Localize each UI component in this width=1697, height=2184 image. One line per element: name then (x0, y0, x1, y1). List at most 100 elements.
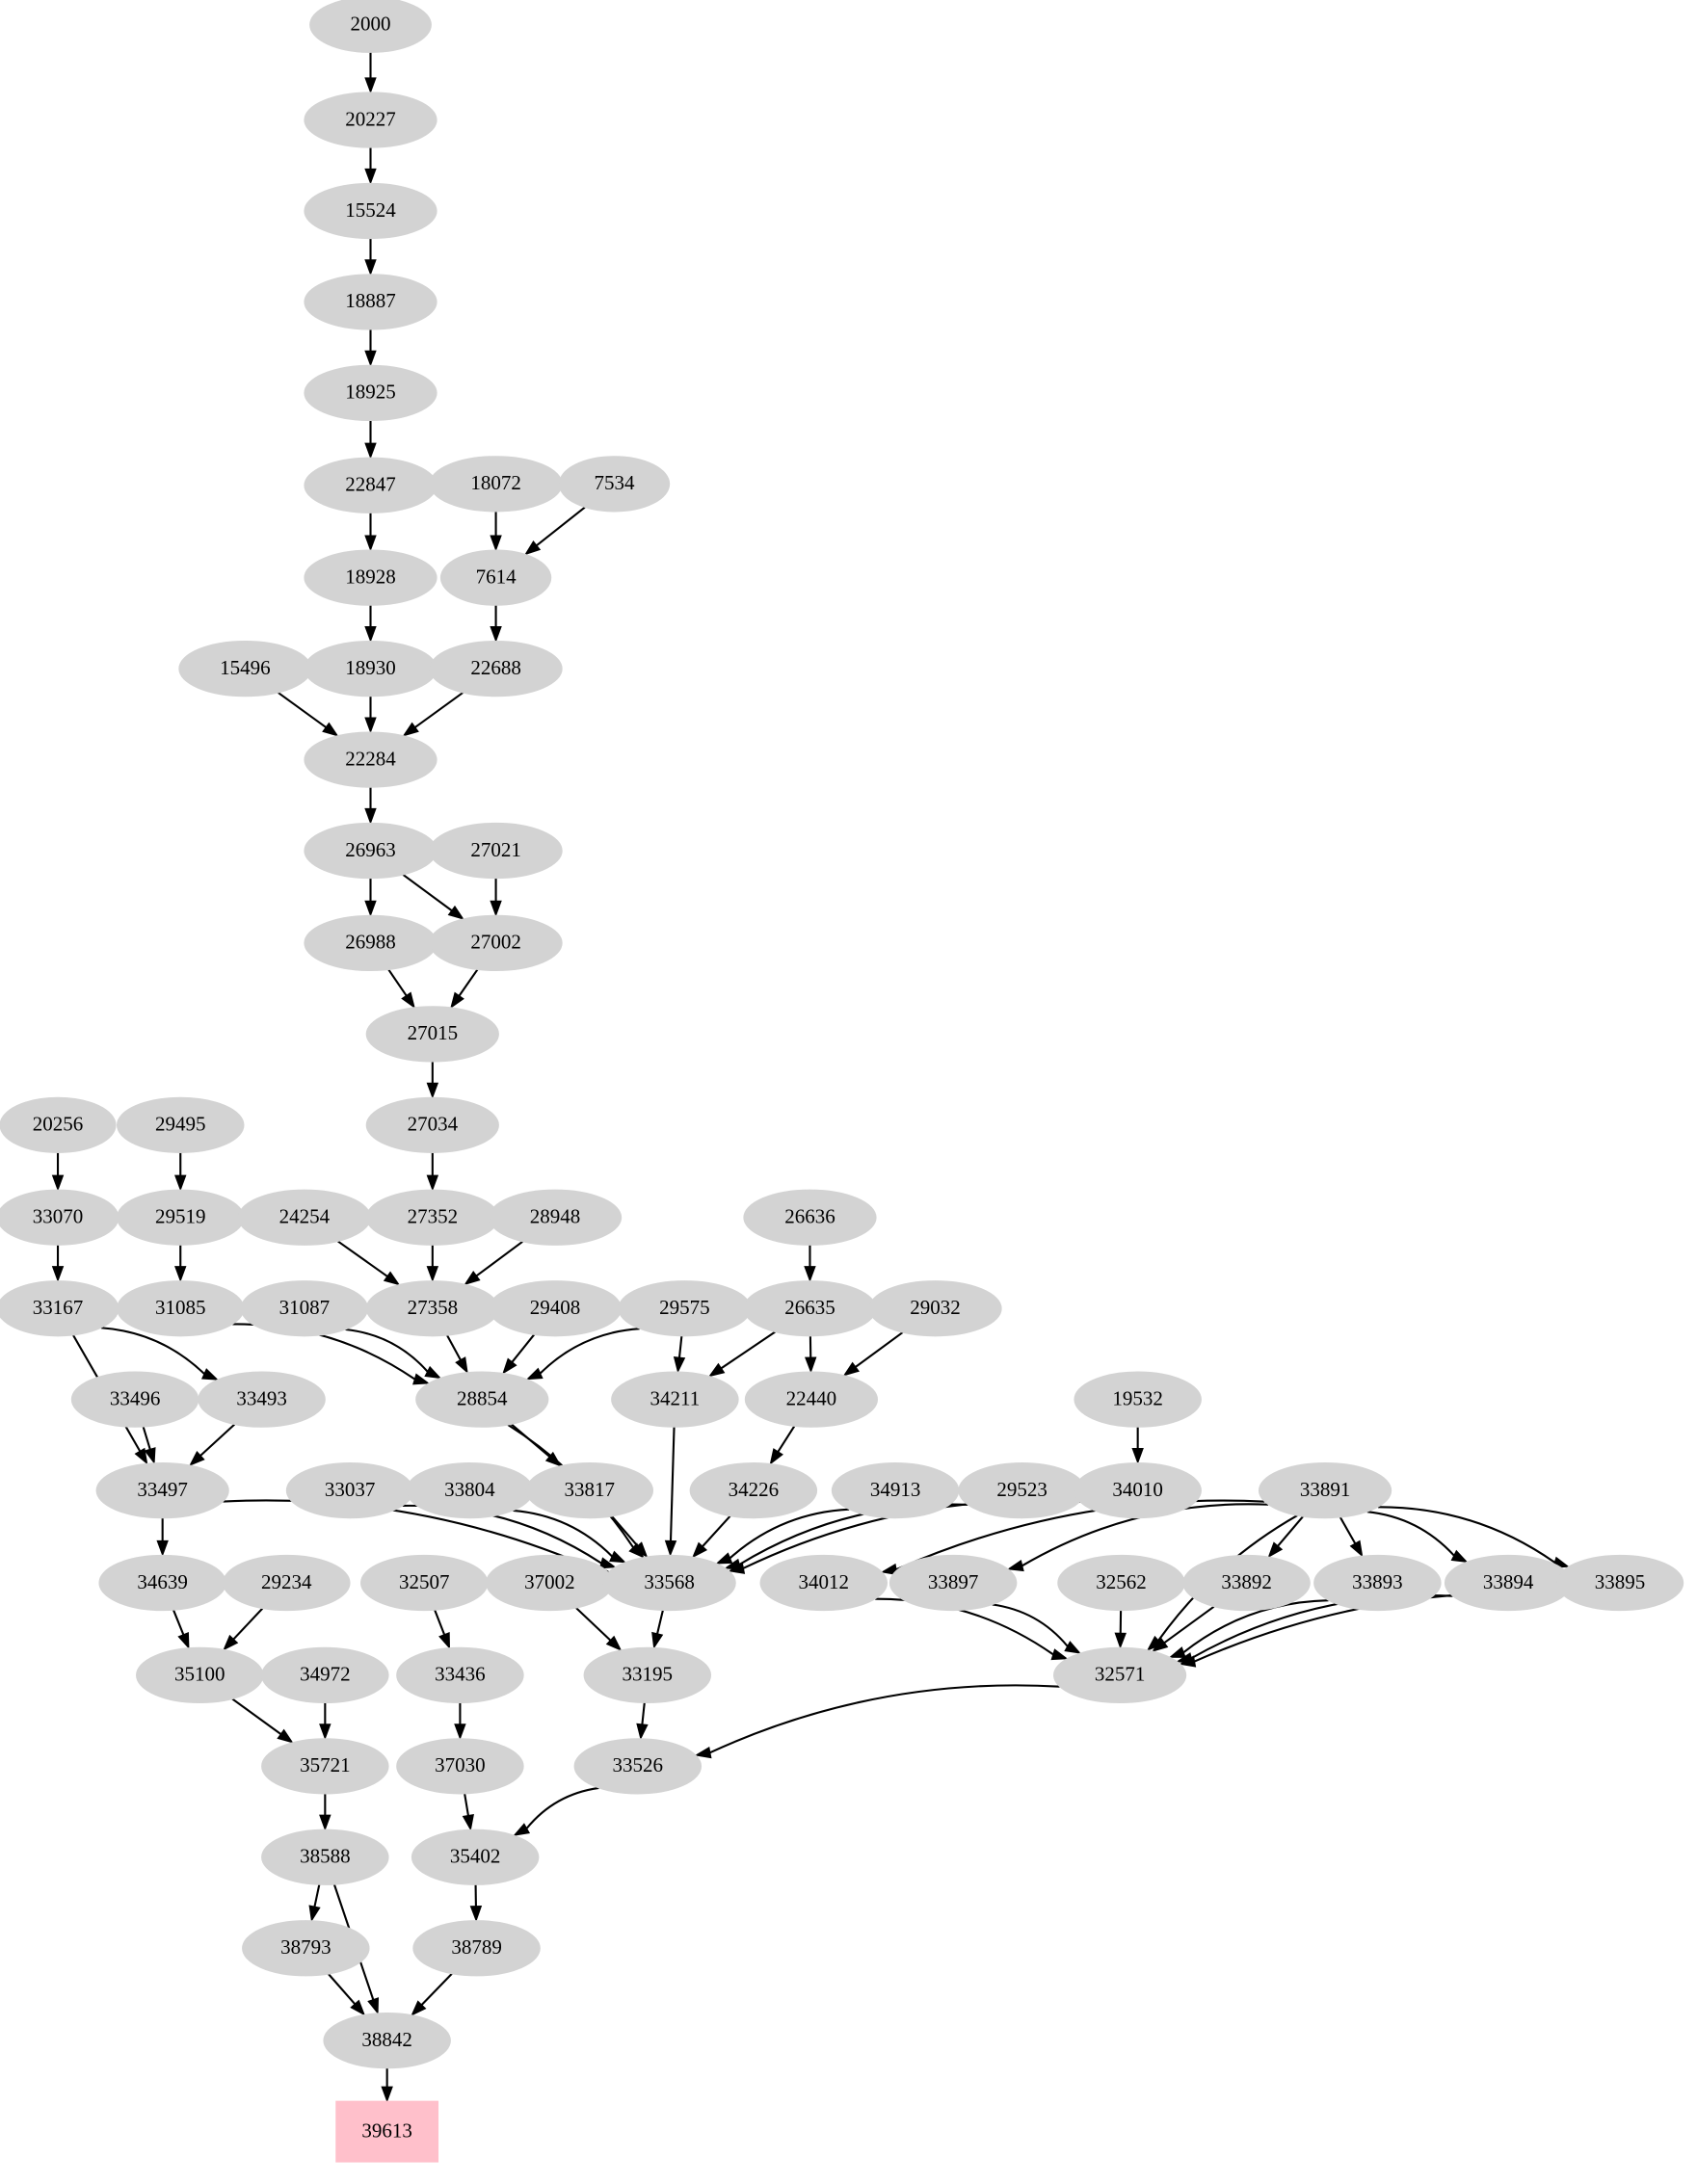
node-shape[interactable] (365, 1096, 499, 1153)
graph-node-34012[interactable]: 34012 (759, 1554, 888, 1612)
node-shape[interactable] (888, 1554, 1018, 1612)
graph-node-20227[interactable]: 20227 (304, 92, 438, 148)
node-shape[interactable] (759, 1554, 888, 1612)
graph-node-29523[interactable]: 29523 (958, 1461, 1086, 1519)
node-shape[interactable] (412, 1920, 541, 1977)
node-shape[interactable] (304, 457, 438, 513)
node-shape[interactable] (304, 641, 438, 697)
node-shape[interactable] (304, 364, 438, 422)
graph-node-33804[interactable]: 33804 (406, 1461, 534, 1519)
node-shape[interactable] (0, 1096, 117, 1153)
graph-node-33892[interactable]: 33892 (1182, 1554, 1311, 1612)
graph-node-18930[interactable]: 18930 (304, 641, 438, 697)
graph-node-27002[interactable]: 27002 (429, 914, 563, 972)
node-shape[interactable] (365, 1189, 499, 1246)
node-shape[interactable] (304, 274, 438, 330)
node-shape[interactable] (1052, 1646, 1187, 1704)
node-shape[interactable] (429, 822, 563, 880)
node-shape[interactable] (406, 1461, 534, 1519)
node-shape[interactable] (868, 1280, 1002, 1337)
graph-node-29408[interactable]: 29408 (488, 1280, 623, 1337)
node-shape[interactable] (583, 1646, 712, 1704)
node-shape[interactable] (831, 1461, 960, 1519)
graph-node-37002[interactable]: 37002 (486, 1554, 614, 1612)
node-shape[interactable] (261, 1829, 389, 1885)
graph-node-31085[interactable]: 31085 (116, 1280, 245, 1337)
graph-node-26963[interactable]: 26963 (304, 822, 438, 880)
node-shape[interactable] (240, 1280, 369, 1337)
graph-node-38842[interactable]: 38842 (323, 2013, 451, 2069)
graph-node-27034[interactable]: 27034 (365, 1096, 499, 1153)
graph-node-33891[interactable]: 33891 (1258, 1461, 1392, 1519)
graph-node-22688[interactable]: 22688 (429, 641, 563, 697)
graph-node-20256[interactable]: 20256 (0, 1096, 117, 1153)
node-shape[interactable] (602, 1554, 736, 1612)
node-shape[interactable] (743, 1280, 877, 1337)
node-shape[interactable] (116, 1280, 245, 1337)
graph-node-38793[interactable]: 38793 (242, 1920, 370, 1977)
graph-node-31087[interactable]: 31087 (240, 1280, 369, 1337)
node-shape[interactable] (396, 1646, 524, 1704)
graph-node-28854[interactable]: 28854 (415, 1371, 549, 1428)
graph-node-37030[interactable]: 37030 (396, 1738, 524, 1795)
node-shape[interactable] (0, 1189, 119, 1246)
node-shape[interactable] (1258, 1461, 1392, 1519)
node-shape[interactable] (1313, 1554, 1442, 1612)
graph-node-19532[interactable]: 19532 (1074, 1371, 1202, 1428)
node-shape[interactable] (309, 0, 432, 53)
graph-node-33497[interactable]: 33497 (95, 1461, 229, 1519)
graph-node-27358[interactable]: 27358 (365, 1280, 499, 1337)
graph-node-15524[interactable]: 15524 (304, 182, 438, 240)
node-shape[interactable] (488, 1280, 623, 1337)
graph-node-33568[interactable]: 33568 (602, 1554, 736, 1612)
node-shape[interactable] (95, 1461, 229, 1519)
node-shape[interactable] (486, 1554, 614, 1612)
graph-node-15496[interactable]: 15496 (178, 641, 312, 697)
node-shape[interactable] (415, 1371, 549, 1428)
node-shape[interactable] (1182, 1554, 1311, 1612)
graph-node-32571[interactable]: 32571 (1052, 1646, 1187, 1704)
node-shape-highlighted[interactable] (335, 2100, 439, 2163)
node-shape[interactable] (304, 731, 438, 788)
graph-node-33493[interactable]: 33493 (198, 1371, 326, 1428)
graph-node-34226[interactable]: 34226 (689, 1461, 818, 1519)
node-shape[interactable] (525, 1461, 654, 1519)
graph-node-27021[interactable]: 27021 (429, 822, 563, 880)
node-shape[interactable] (743, 1189, 877, 1246)
node-shape[interactable] (223, 1554, 351, 1612)
graph-node-29519[interactable]: 29519 (116, 1189, 245, 1246)
graph-node-39613[interactable]: 39613 (335, 2100, 439, 2163)
graph-node-26636[interactable]: 26636 (743, 1189, 877, 1246)
graph-node-34211[interactable]: 34211 (611, 1371, 739, 1428)
graph-node-22440[interactable]: 22440 (744, 1371, 879, 1428)
graph-node-27015[interactable]: 27015 (365, 1006, 499, 1063)
node-shape[interactable] (429, 914, 563, 972)
graph-node-35100[interactable]: 35100 (136, 1646, 264, 1704)
graph-node-38789[interactable]: 38789 (412, 1920, 541, 1977)
graph-node-24254[interactable]: 24254 (237, 1189, 372, 1246)
node-shape[interactable] (70, 1371, 199, 1428)
node-shape[interactable] (323, 2013, 451, 2069)
graph-node-27352[interactable]: 27352 (365, 1189, 499, 1246)
node-shape[interactable] (116, 1096, 245, 1153)
node-shape[interactable] (744, 1371, 879, 1428)
node-shape[interactable] (689, 1461, 818, 1519)
node-shape[interactable] (1074, 1461, 1202, 1519)
graph-node-32562[interactable]: 32562 (1057, 1554, 1185, 1612)
graph-node-28948[interactable]: 28948 (488, 1189, 623, 1246)
node-shape[interactable] (1057, 1554, 1185, 1612)
graph-node-34010[interactable]: 34010 (1074, 1461, 1202, 1519)
node-shape[interactable] (285, 1461, 414, 1519)
graph-node-33817[interactable]: 33817 (525, 1461, 654, 1519)
node-shape[interactable] (116, 1189, 245, 1246)
graph-node-33167[interactable]: 33167 (0, 1280, 119, 1337)
graph-node-34639[interactable]: 34639 (98, 1554, 226, 1612)
node-shape[interactable] (365, 1006, 499, 1063)
graph-node-22847[interactable]: 22847 (304, 457, 438, 513)
graph-node-18887[interactable]: 18887 (304, 274, 438, 330)
node-shape[interactable] (488, 1189, 623, 1246)
graph-node-33195[interactable]: 33195 (583, 1646, 712, 1704)
graph-node-29234[interactable]: 29234 (223, 1554, 351, 1612)
graph-node-26988[interactable]: 26988 (304, 914, 438, 972)
graph-node-32507[interactable]: 32507 (359, 1554, 489, 1612)
